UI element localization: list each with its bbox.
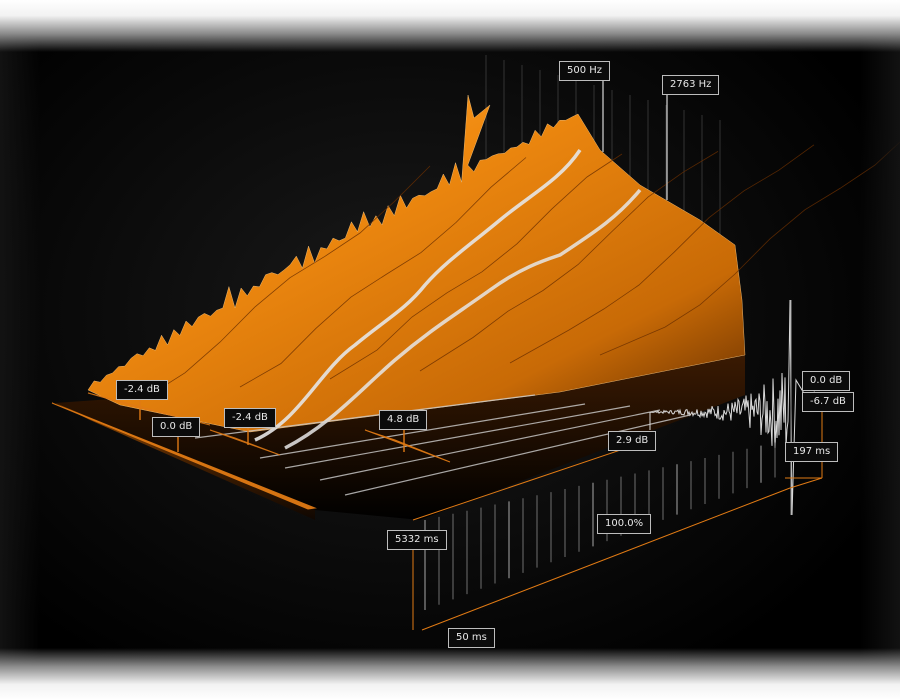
- slice-gain-label[interactable]: 2.9 dB: [608, 431, 657, 451]
- contour-line: [239, 157, 527, 388]
- time-start-label[interactable]: 50 ms: [448, 628, 495, 648]
- eq-band-3-gain[interactable]: -2.4 dB: [224, 408, 276, 428]
- contour-line: [419, 151, 719, 372]
- eq-band-2-gain[interactable]: 0.0 dB: [152, 417, 201, 437]
- eq-band-1-gain[interactable]: -2.4 dB: [116, 380, 168, 400]
- frequency-marker-stems: [602, 77, 668, 200]
- contour-line: [329, 153, 623, 380]
- contour-line: [509, 144, 815, 364]
- surface-front-face: [55, 403, 315, 520]
- contour-line: [149, 165, 431, 396]
- peak-level-label[interactable]: 0.0 dB: [802, 371, 851, 391]
- frequency-marker-2763hz[interactable]: 2763 Hz: [662, 75, 720, 95]
- marker-trace-a: [254, 149, 582, 442]
- eq-band-4-gain[interactable]: 4.8 dB: [379, 410, 428, 430]
- frequency-marker-500hz[interactable]: 500 Hz: [559, 61, 611, 81]
- waterfall-surface: [87, 94, 746, 433]
- floor-level-label[interactable]: -6.7 dB: [802, 392, 854, 412]
- impulse-time-label[interactable]: 197 ms: [785, 442, 839, 462]
- surface-contour-lines: [149, 141, 900, 396]
- marker-trace-b: [284, 188, 642, 450]
- time-slice-lines: [194, 394, 691, 496]
- impulse-response: [649, 299, 816, 516]
- scale-percent-label[interactable]: 100.0%: [597, 514, 652, 534]
- time-length-label[interactable]: 5332 ms: [387, 530, 447, 550]
